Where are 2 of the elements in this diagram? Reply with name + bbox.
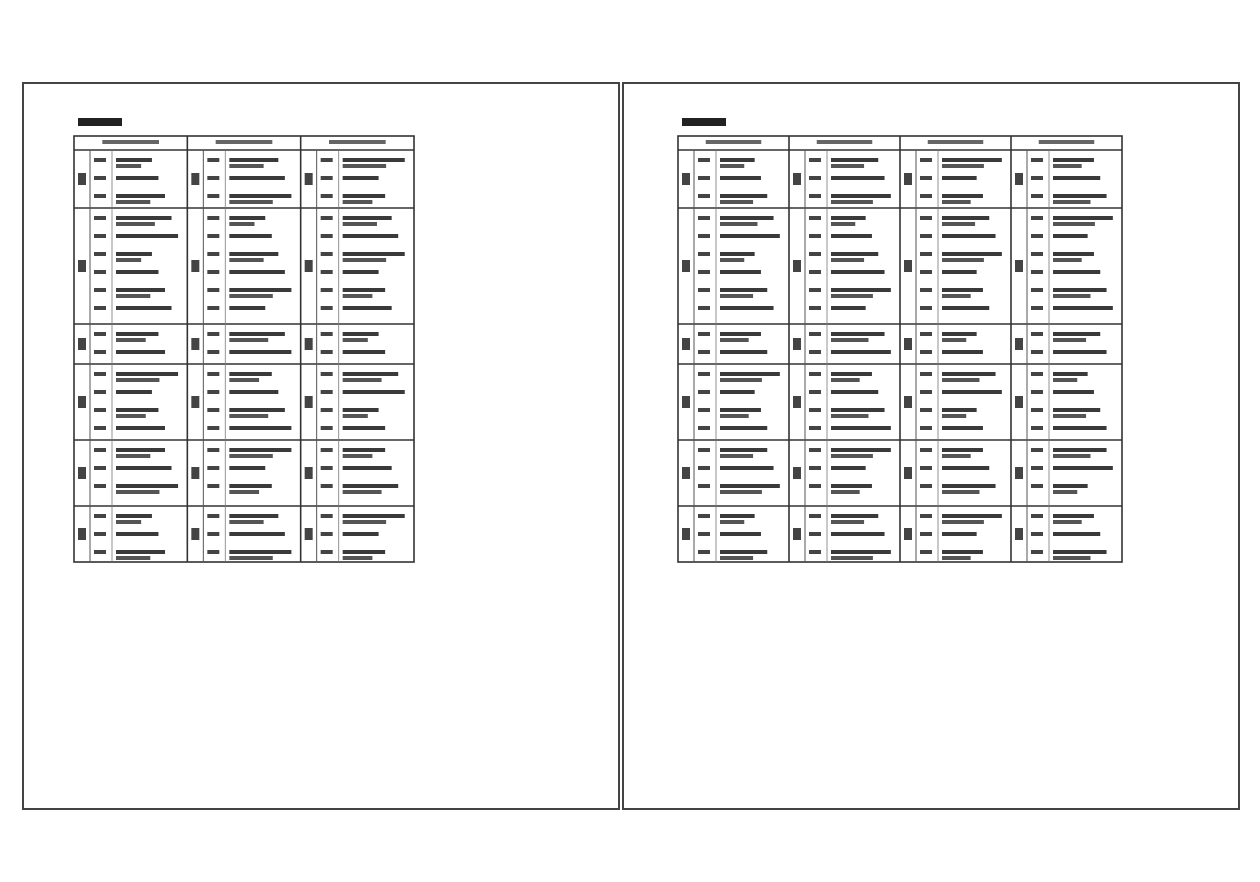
document-page (622, 82, 1240, 810)
document-page (22, 82, 620, 810)
